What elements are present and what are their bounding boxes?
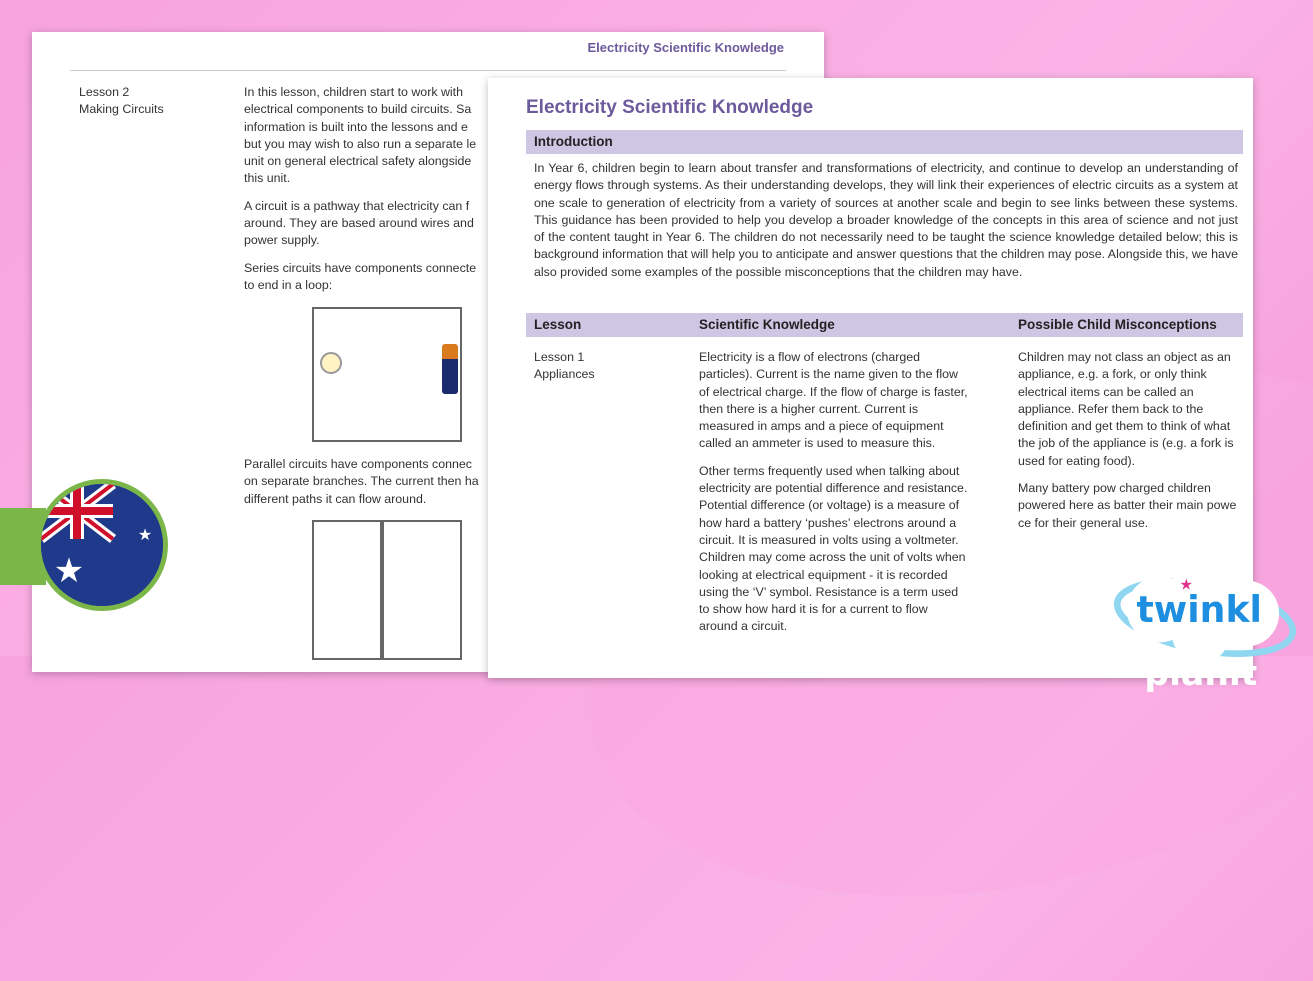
battery-icon [442, 344, 458, 394]
lesson-title: Making Circuits [79, 102, 164, 117]
svg-text:★: ★ [1179, 578, 1192, 594]
table-cell-lesson: Lesson 1 Appliances [534, 349, 595, 384]
paragraph: Series circuits have components connecte… [244, 260, 477, 292]
lesson-title: Appliances [534, 367, 595, 382]
lesson-text: In this lesson, children start to work w… [244, 84, 484, 304]
australia-flag-icon: ★ ★ [36, 479, 168, 611]
column-header: Lesson [534, 317, 582, 332]
parallel-circuit-diagram [312, 520, 382, 660]
bulb-icon [320, 352, 342, 374]
column-header: Possible Child Misconceptions [1018, 317, 1217, 332]
svg-text:planit: planit [1144, 654, 1257, 694]
paragraph: Electricity is a flow of electrons (char… [699, 350, 968, 451]
intro-heading: Introduction [526, 130, 1243, 154]
page-title: Electricity Scientific Knowledge [526, 97, 814, 118]
table-cell-misconceptions: Children may not class an object as an a… [1018, 349, 1243, 542]
intro-text: In Year 6, children begin to learn about… [534, 161, 1238, 279]
table-header: Lesson Scientific Knowledge Possible Chi… [526, 313, 1243, 337]
lesson-number: Lesson 1 [534, 350, 585, 364]
svg-text:★: ★ [54, 552, 84, 590]
column-header: Scientific Knowledge [699, 317, 835, 332]
divider [70, 70, 786, 71]
lesson-label: Lesson 2 Making Circuits [79, 84, 164, 119]
paragraph: Children may not class an object as an a… [1018, 350, 1234, 468]
svg-text:★: ★ [138, 527, 152, 544]
paragraph: Parallel circuits have components connec… [244, 457, 479, 506]
lesson-number: Lesson 2 [79, 85, 130, 99]
front-document-page: Electricity Scientific Knowledge Introdu… [488, 78, 1253, 678]
page-header: Electricity Scientific Knowledge [587, 40, 785, 55]
paragraph: A circuit is a pathway that electricity … [244, 198, 474, 248]
parallel-circuit-branch [382, 520, 462, 660]
table-cell-knowledge: Electricity is a flow of electrons (char… [699, 349, 969, 646]
svg-text:twinkl: twinkl [1136, 588, 1261, 631]
paragraph: In this lesson, children start to work w… [244, 85, 477, 186]
twinkl-planit-logo: twinkl ★ planit [1110, 560, 1300, 700]
paragraph: Many battery pow charged children powere… [1018, 481, 1237, 530]
series-circuit-diagram [312, 307, 462, 442]
paragraph: Other terms frequently used when talking… [699, 463, 968, 634]
